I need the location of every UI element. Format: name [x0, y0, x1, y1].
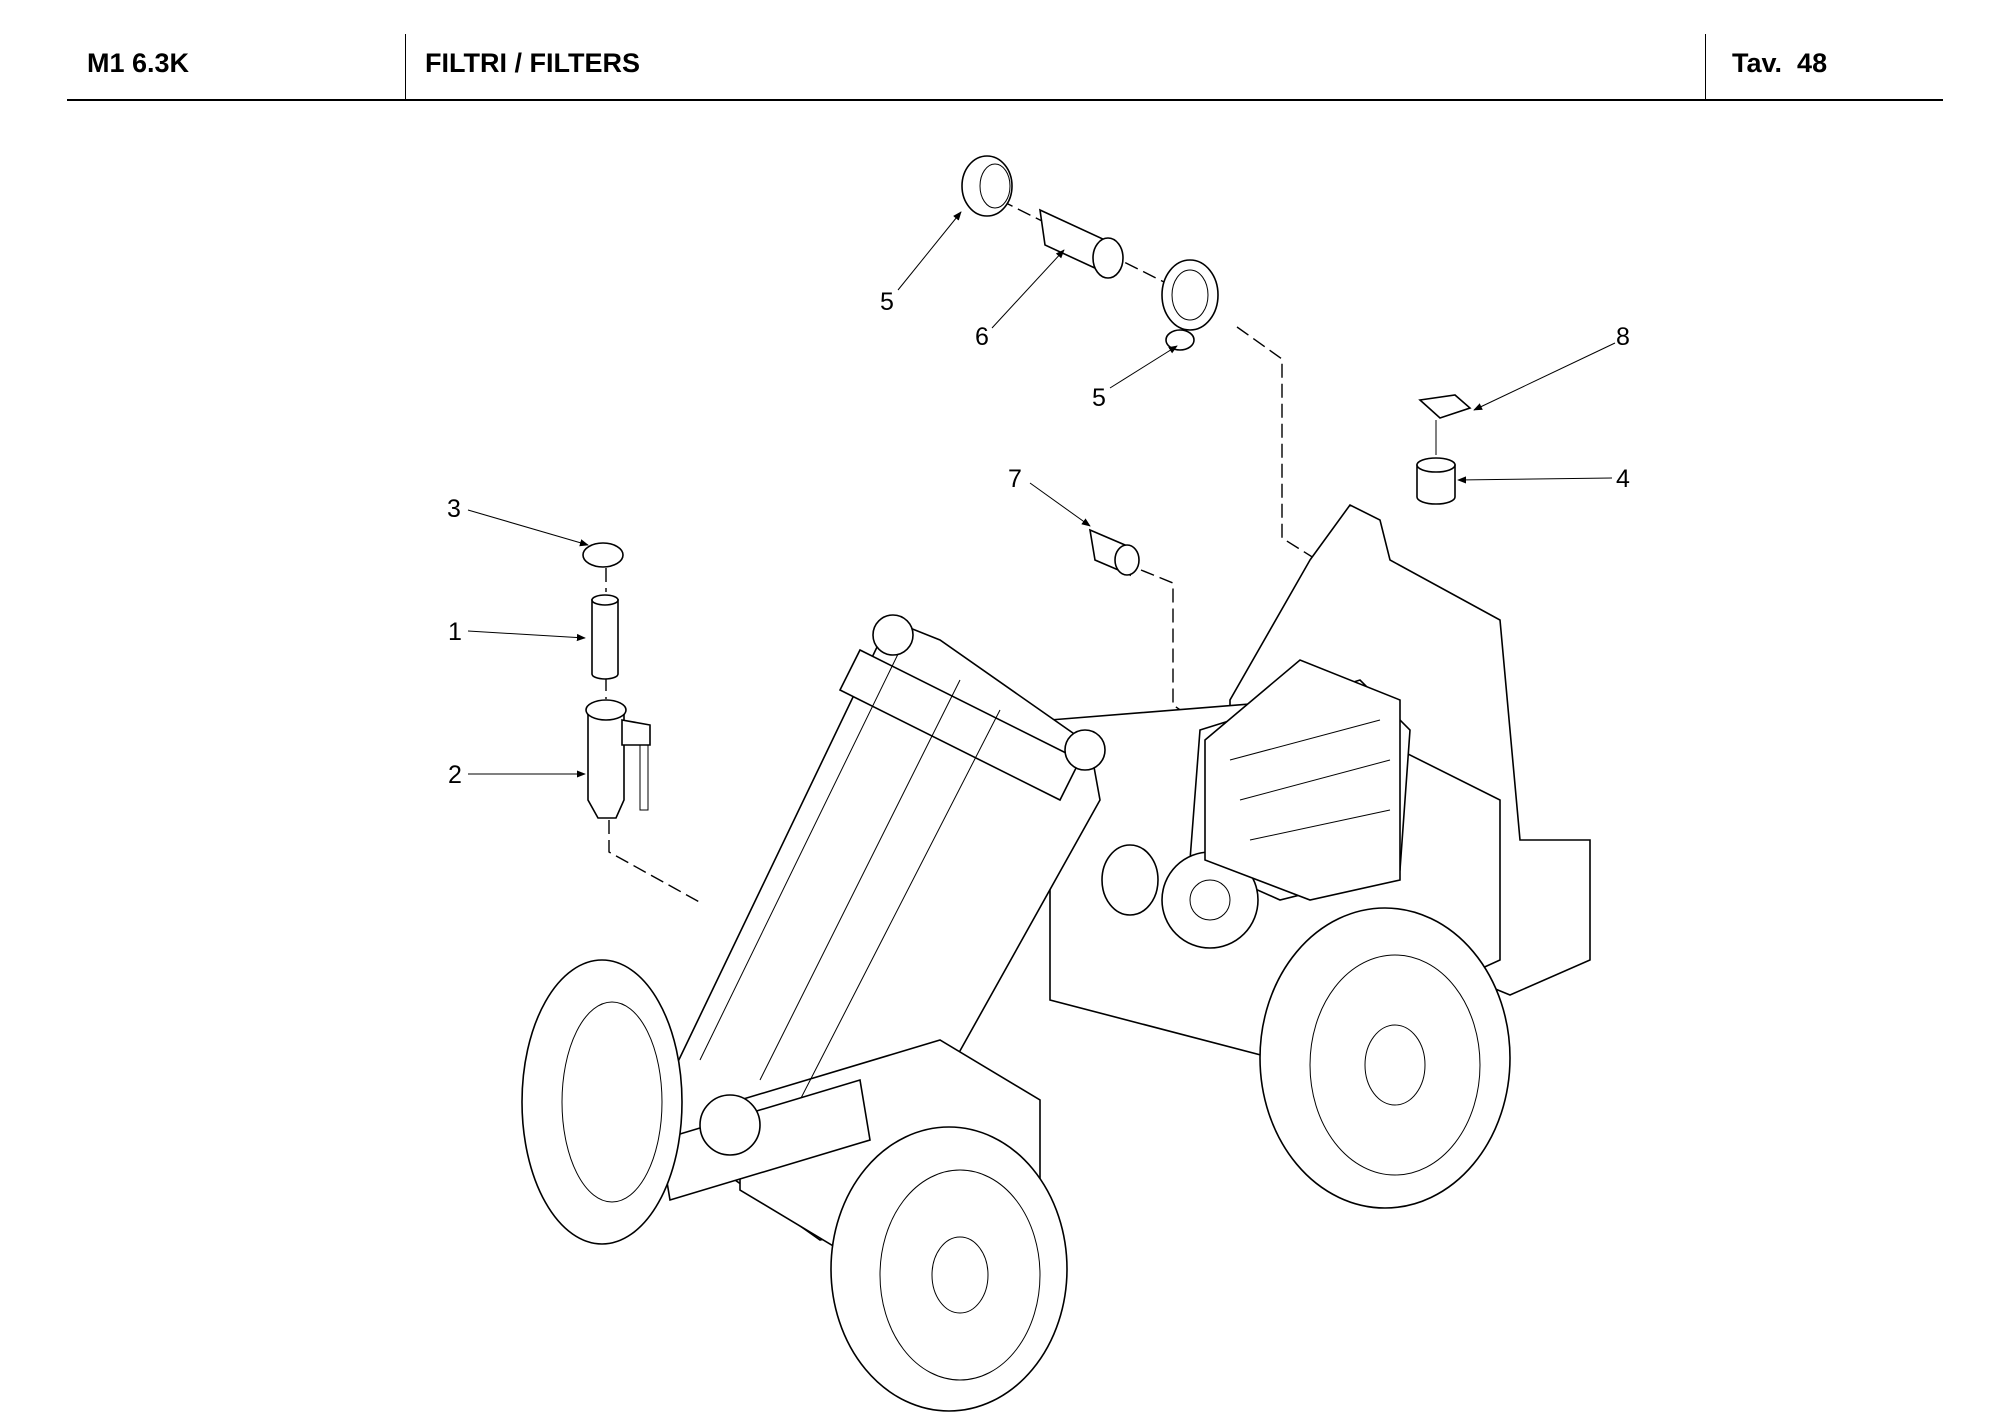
- part-5-housing: [1161, 259, 1219, 331]
- callout-label: 1: [448, 618, 462, 646]
- callout-label: 8: [1616, 323, 1630, 351]
- part-3-cap: [582, 542, 624, 568]
- part-5-ring: [961, 155, 1013, 217]
- header-divider: [1705, 34, 1706, 100]
- callout-label: 4: [1616, 465, 1630, 493]
- wheels: [521, 907, 1511, 1412]
- parts: [582, 155, 1472, 819]
- callout-label: 5: [880, 288, 894, 316]
- callout-label: 3: [447, 495, 461, 523]
- part-1-cartridge: [591, 599, 619, 680]
- table-number: Tav. 48: [1732, 48, 1827, 79]
- wheel-rear-right: [1259, 907, 1511, 1209]
- header-divider: [405, 34, 406, 100]
- wheel-front-left: [521, 959, 683, 1245]
- callout-label: 2: [448, 761, 462, 789]
- table-label: Tav.: [1732, 48, 1783, 78]
- callout-label: 5: [1092, 384, 1106, 412]
- page-title: FILTRI / FILTERS: [425, 48, 640, 78]
- callouts: 5 6 5 8 4 7 3 1 2: [447, 211, 1630, 789]
- table-value: 48: [1797, 48, 1828, 78]
- part-8-bracket: [1418, 394, 1472, 419]
- part-4-oil-filter: [1416, 464, 1456, 505]
- part-2-housing: [587, 711, 625, 819]
- engine: [1204, 659, 1401, 901]
- header-rule: [67, 99, 1943, 101]
- callout-label: 7: [1008, 465, 1022, 493]
- callout-label: 6: [975, 323, 989, 351]
- wheel-front-right: [830, 1126, 1068, 1412]
- model-name: M1 6.3K: [87, 48, 190, 78]
